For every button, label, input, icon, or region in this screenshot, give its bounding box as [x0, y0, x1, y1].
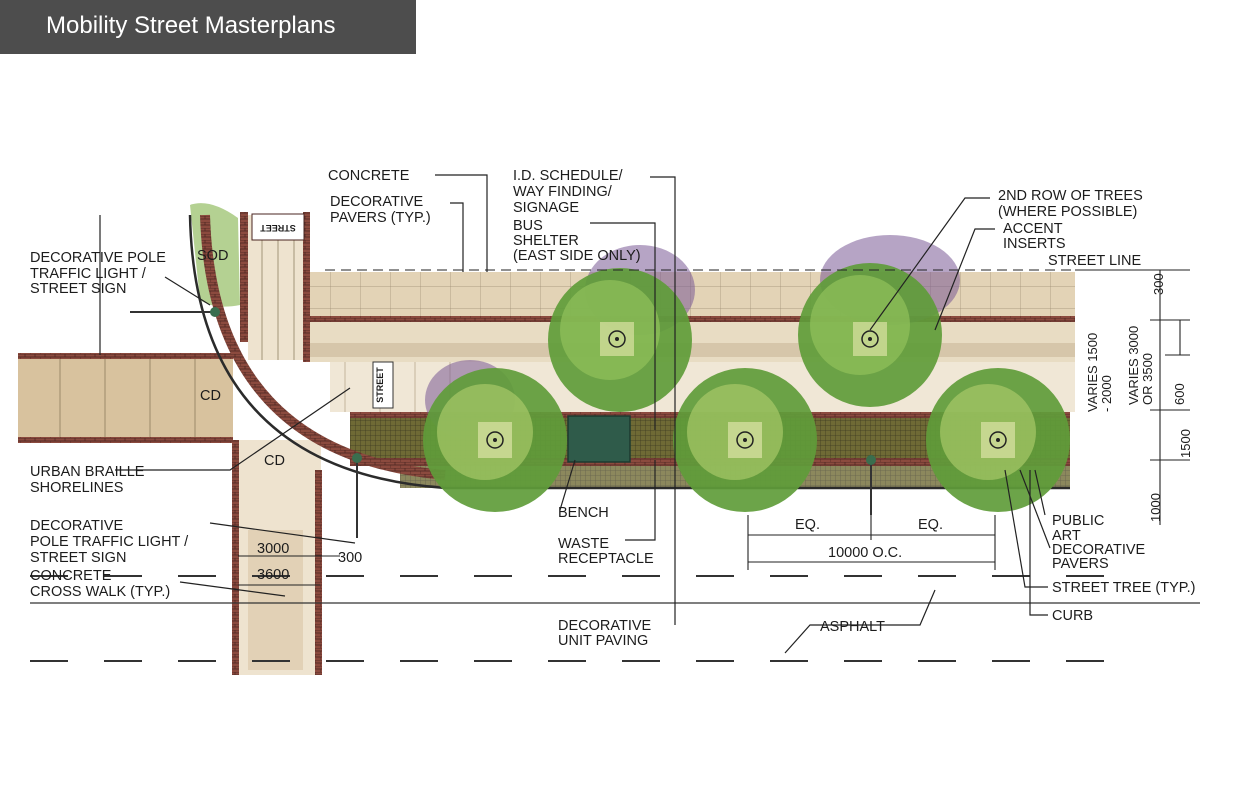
west-sidewalk: [18, 353, 233, 443]
label-pole-bottom-1: DECORATIVE: [30, 518, 124, 534]
label-street-line: STREET LINE: [1048, 253, 1142, 269]
label-accent-2: INSERTS: [1003, 236, 1066, 252]
tree-south-2: [673, 368, 817, 512]
label-crosswalk-1: CONCRETE: [30, 568, 112, 584]
light-poles: [130, 307, 876, 538]
label-waste-2: RECEPTACLE: [558, 551, 654, 567]
tree-south-1: [423, 368, 567, 512]
label-asphalt: ASPHALT: [820, 619, 885, 635]
curb-line: [188, 214, 1070, 490]
dim-3600: 3600: [257, 567, 289, 583]
label-sod: SOD: [197, 248, 228, 264]
label-street-tree: STREET TREE (TYP.): [1052, 580, 1195, 596]
north-crosswalk: [240, 212, 310, 362]
tree-north-2: [798, 263, 942, 407]
label-bus-shelter-2: SHELTER: [513, 233, 579, 249]
page-title: Mobility Street Masterplans: [46, 12, 336, 39]
dim-r1500: 1500: [1178, 429, 1193, 458]
label-pole-top-1: DECORATIVE POLE: [30, 250, 166, 266]
label-pole-bottom-3: STREET SIGN: [30, 550, 126, 566]
lane-lines: [30, 575, 1200, 662]
label-eq-2: EQ.: [918, 517, 943, 533]
label-bus-shelter-1: BUS: [513, 218, 543, 234]
dim-300: 300: [338, 550, 362, 566]
dim-r600: 600: [1172, 383, 1187, 405]
tree-north-1: [548, 268, 692, 412]
street-trees: [423, 263, 1070, 512]
label-pole-top-2: TRAFFIC LIGHT /: [30, 266, 147, 282]
dim-r1000: 1000: [1148, 493, 1163, 522]
label-second-row-2: (WHERE POSSIBLE): [998, 204, 1137, 220]
label-second-row-1: 2ND ROW OF TREES: [998, 188, 1143, 204]
label-id-schedule-3: SIGNAGE: [513, 200, 579, 216]
label-urban-braille-1: URBAN BRAILLE: [30, 464, 145, 480]
label-accent-1: ACCENT: [1003, 221, 1063, 237]
bus-shelter: [567, 415, 631, 463]
label-public-art-1: PUBLIC: [1052, 513, 1104, 529]
label-unit-paving-2: UNIT PAVING: [558, 633, 648, 649]
label-bench: BENCH: [558, 505, 609, 521]
label-dec-pavers-1: DECORATIVE: [1052, 542, 1146, 558]
label-spacing: 10000 O.C.: [828, 545, 902, 561]
label-id-schedule-2: WAY FINDING/: [513, 184, 613, 200]
label-curb: CURB: [1052, 608, 1093, 624]
label-decorative-pavers-2: PAVERS (TYP.): [330, 210, 431, 226]
tree-south-3: [926, 368, 1070, 512]
label-crosswalk-2: CROSS WALK (TYP.): [30, 584, 170, 600]
urban-braille-band: [200, 214, 446, 480]
dim-varies-3000: VARIES 3000: [1126, 326, 1141, 405]
dimension-lines: [238, 269, 1190, 586]
street-sign-north: STREET: [260, 223, 296, 233]
label-eq-1: EQ.: [795, 517, 820, 533]
title-bar: Mobility Street Masterplans: [0, 0, 416, 54]
dim-3000: 3000: [257, 541, 289, 557]
label-urban-braille-2: SHORELINES: [30, 480, 123, 496]
label-bus-shelter-3: (EAST SIDE ONLY): [513, 248, 641, 264]
label-unit-paving-1: DECORATIVE: [558, 618, 652, 634]
label-id-schedule-1: I.D. SCHEDULE/: [513, 168, 624, 184]
dim-or-3500: OR 3500: [1140, 353, 1155, 405]
label-pole-bottom-2: POLE TRAFFIC LIGHT /: [30, 534, 189, 550]
dim-2000: - 2000: [1099, 375, 1114, 412]
label-public-art-2: ART: [1052, 528, 1081, 544]
label-cd-1: CD: [200, 388, 221, 404]
label-dec-pavers-2: PAVERS: [1052, 556, 1109, 572]
leader-lines: [99, 174, 1051, 654]
crosswalk: [232, 440, 322, 675]
label-cd-2: CD: [264, 453, 285, 469]
svg-text:STREET: STREET: [375, 367, 385, 403]
label-concrete: CONCRETE: [328, 168, 410, 184]
street-sign-south: [372, 361, 394, 409]
dim-varies-1500: VARIES 1500: [1085, 333, 1100, 412]
label-pole-top-3: STREET SIGN: [30, 281, 126, 297]
label-waste-1: WASTE: [558, 536, 609, 552]
label-decorative-pavers-1: DECORATIVE: [330, 194, 424, 210]
dim-r300: 300: [1151, 273, 1166, 295]
